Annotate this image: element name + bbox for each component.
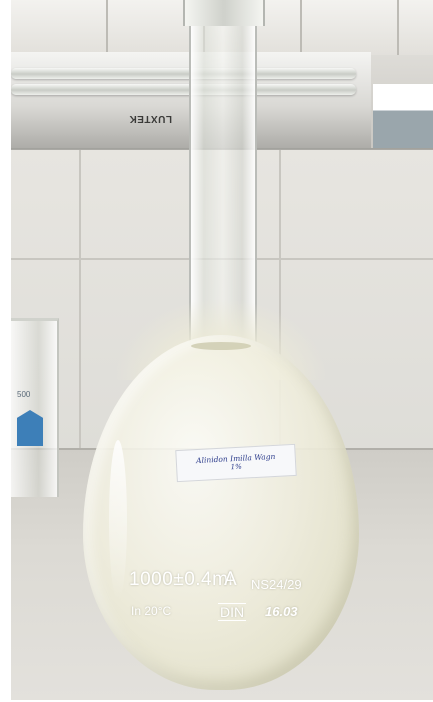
etched-temperature: In 20°C xyxy=(131,604,172,618)
photo-frame: LUXTEK 500 Alinidon Imilla Wagn 1% 1000±… xyxy=(11,0,433,700)
flask-bulb xyxy=(83,335,359,690)
fixture-brand: LUXTEK xyxy=(129,113,172,124)
flask-label: Alinidon Imilla Wagn 1% xyxy=(175,443,297,483)
window xyxy=(373,84,433,150)
flask-neck xyxy=(189,0,257,345)
etched-joint: NS24/29 xyxy=(251,577,302,592)
fluorescent-tube xyxy=(11,68,356,79)
etched-volume: 1000±0.4ml xyxy=(129,569,234,590)
etched-class: A xyxy=(224,569,237,590)
beaker-label xyxy=(17,410,43,446)
etched-standard: DIN xyxy=(218,603,247,621)
flask-lip xyxy=(183,0,265,26)
flask-label-line2: 1% xyxy=(230,462,242,472)
beaker xyxy=(11,318,59,497)
glass-highlight xyxy=(109,440,127,600)
beaker-graduation: 500 xyxy=(17,390,31,399)
etched-batch: 16.03 xyxy=(265,604,298,619)
liquid-meniscus xyxy=(191,342,251,350)
fluorescent-tube xyxy=(11,84,356,95)
